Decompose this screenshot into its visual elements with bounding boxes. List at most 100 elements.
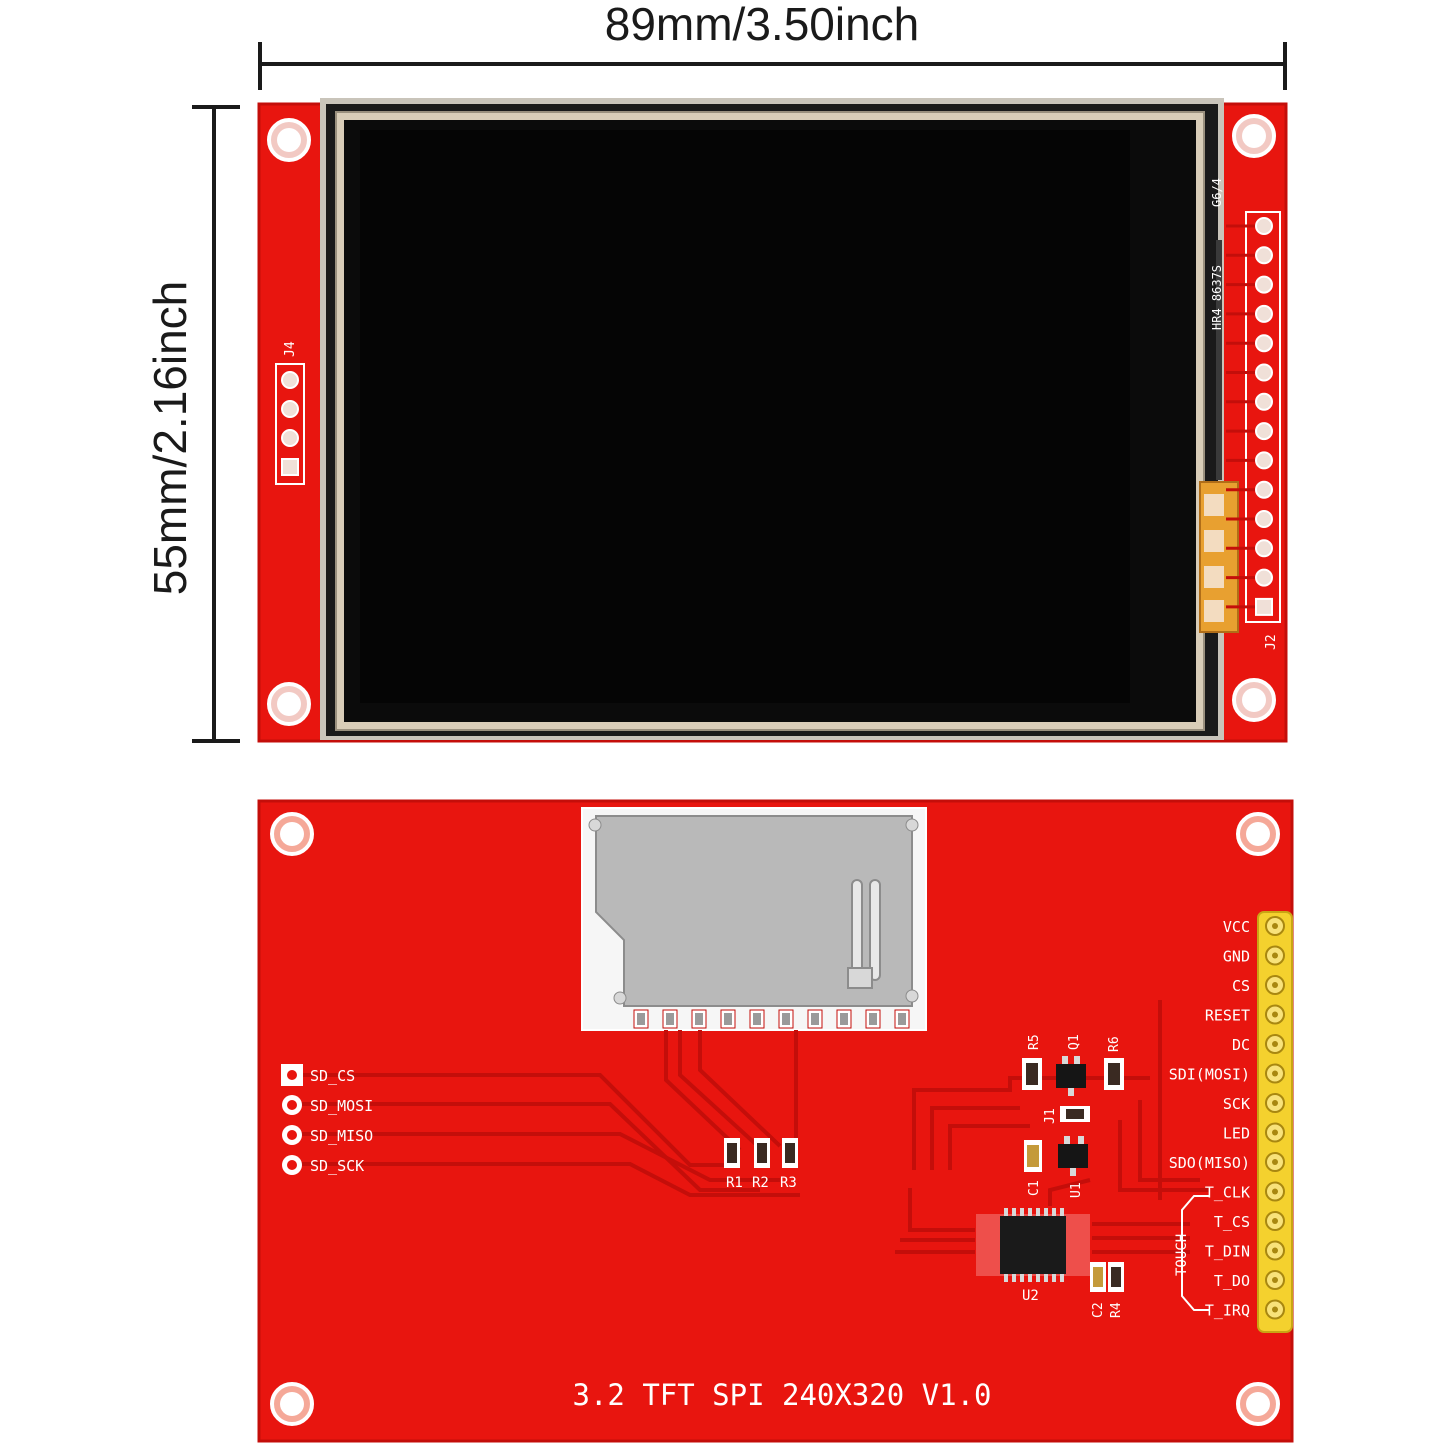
- pin-label: SDI(MOSI): [1169, 1066, 1250, 1084]
- pin-sck: SCK: [1223, 1093, 1285, 1113]
- sd-contact: [836, 1009, 852, 1029]
- j4-label: J4: [283, 341, 298, 357]
- mounting-hole: [1236, 1382, 1280, 1426]
- svg-text:C2: C2: [1091, 1302, 1106, 1318]
- mounting-hole: [1236, 812, 1280, 856]
- width-label: 89mm/3.50inch: [605, 0, 920, 50]
- svg-text:R6: R6: [1107, 1036, 1122, 1052]
- front-header-pin: [1226, 363, 1273, 382]
- sd-pin-label: SD_MISO: [310, 1127, 373, 1145]
- pin-reset: RESET: [1205, 1004, 1285, 1025]
- pin-t-clk: T_CLK: [1205, 1181, 1285, 1202]
- pin-label: SDO(MISO): [1169, 1154, 1250, 1172]
- pin-label: GND: [1223, 948, 1250, 966]
- sd-pin-label: SD_SCK: [310, 1157, 364, 1175]
- touch-controller-u2: U2: [976, 1208, 1090, 1304]
- touch-bracket: [1181, 1195, 1210, 1311]
- front-header-pin: [1226, 334, 1273, 353]
- pin-label: LED: [1223, 1125, 1250, 1143]
- sd-contact: [662, 1009, 678, 1029]
- pin-t-irq: T_IRQ: [1205, 1299, 1285, 1320]
- front-header-pin: [1226, 510, 1273, 528]
- front-board: J4 G6/4 HR4 8637S J2: [257, 98, 1288, 743]
- svg-text:U2: U2: [1022, 1288, 1039, 1304]
- sd-contact: [807, 1009, 823, 1029]
- capacitor-c1: C1: [1024, 1140, 1042, 1196]
- pin-cs: CS: [1232, 975, 1285, 995]
- sd-contact: [720, 1009, 736, 1029]
- sd-pin-sd-sck: SD_SCK: [282, 1155, 364, 1175]
- front-header-pin: [1226, 480, 1273, 499]
- width-dimension: 89mm/3.50inch: [258, 0, 1287, 90]
- sd-pin-label: SD_MOSI: [310, 1097, 373, 1115]
- resistor-r2: R2: [752, 1138, 770, 1191]
- regulator-u1: U1: [1058, 1136, 1088, 1198]
- j2-label: J2: [1264, 634, 1279, 650]
- sd-pin-group: SD_CS SD_MOSI SD_MISO SD_SCK: [281, 1064, 373, 1175]
- pin-label: T_CS: [1214, 1213, 1250, 1231]
- lcd-screen: [360, 130, 1130, 703]
- front-header-pin: [1226, 392, 1273, 411]
- flex-label-2: HR4 8637S: [1210, 265, 1224, 330]
- pin-label: CS: [1232, 977, 1250, 995]
- pin-gnd: GND: [1223, 945, 1285, 966]
- front-header-pin: [1226, 217, 1273, 235]
- sd-pin-sd-mosi: SD_MOSI: [282, 1095, 373, 1115]
- sd-contact: [865, 1009, 881, 1029]
- mounting-hole: [1232, 114, 1276, 158]
- pin-label: T_IRQ: [1205, 1302, 1250, 1320]
- pin-label: T_DO: [1214, 1272, 1250, 1290]
- pin-t-do: T_DO: [1214, 1270, 1285, 1290]
- mounting-hole: [267, 682, 311, 726]
- sd-contact: [894, 1009, 910, 1029]
- pin-sdo-miso: SDO(MISO): [1169, 1152, 1285, 1172]
- pin-label: T_DIN: [1205, 1243, 1250, 1261]
- svg-text:J1: J1: [1043, 1108, 1058, 1124]
- mounting-hole: [270, 1382, 314, 1426]
- jumper-j1: J1: [1043, 1106, 1090, 1124]
- pin-dc: DC: [1232, 1034, 1285, 1054]
- resistor-r1: R1: [724, 1138, 743, 1191]
- svg-text:U1: U1: [1069, 1182, 1084, 1198]
- pin-t-cs: T_CS: [1214, 1211, 1285, 1231]
- svg-text:R4: R4: [1109, 1302, 1124, 1318]
- front-header-pin: [1226, 539, 1273, 558]
- pcb-traces: [300, 1000, 1210, 1254]
- touch-label: TOUCH: [1174, 1234, 1190, 1276]
- capacitor-c2: C2: [1090, 1262, 1106, 1318]
- sd-contact: [691, 1009, 707, 1029]
- flex-label-1: G6/4: [1210, 178, 1224, 207]
- front-header-pin: [1226, 275, 1273, 294]
- front-header-pin: [1226, 246, 1273, 265]
- svg-text:R2: R2: [752, 1175, 769, 1191]
- board-title: 3.2 TFT SPI 240X320 V1.0: [572, 1378, 991, 1412]
- mounting-hole: [270, 812, 314, 856]
- sd-contact: [633, 1009, 649, 1029]
- pin-label: SCK: [1223, 1095, 1250, 1113]
- sd-card-slot: [581, 807, 927, 1031]
- front-header-pin: [1226, 597, 1273, 616]
- transistor-q1: Q1: [1056, 1034, 1086, 1096]
- mounting-hole: [1232, 678, 1276, 722]
- front-header-pin: [1226, 304, 1273, 323]
- height-label: 55mm/2.16inch: [144, 281, 196, 596]
- pin-label: DC: [1232, 1036, 1250, 1054]
- j4-header: J4: [275, 341, 305, 485]
- sd-pin-label: SD_CS: [310, 1067, 355, 1085]
- svg-text:R5: R5: [1027, 1034, 1042, 1050]
- front-header-pin: [1226, 422, 1273, 441]
- pin-label: RESET: [1205, 1007, 1250, 1025]
- resistor-r4: R4: [1108, 1262, 1124, 1318]
- svg-text:R1: R1: [726, 1175, 743, 1191]
- sd-pin-sd-cs: SD_CS: [281, 1064, 355, 1086]
- resistor-r6: R6: [1104, 1036, 1124, 1090]
- height-dimension: 55mm/2.16inch: [144, 105, 240, 743]
- resistor-r3: R3: [780, 1138, 798, 1191]
- svg-text:Q1: Q1: [1067, 1034, 1082, 1050]
- j2-header: J2: [1226, 211, 1281, 650]
- pin-sdi-mosi: SDI(MOSI): [1169, 1063, 1285, 1084]
- pin-label: VCC: [1223, 918, 1250, 936]
- front-header-pin: [1226, 451, 1273, 470]
- sd-pin-sd-miso: SD_MISO: [282, 1125, 373, 1145]
